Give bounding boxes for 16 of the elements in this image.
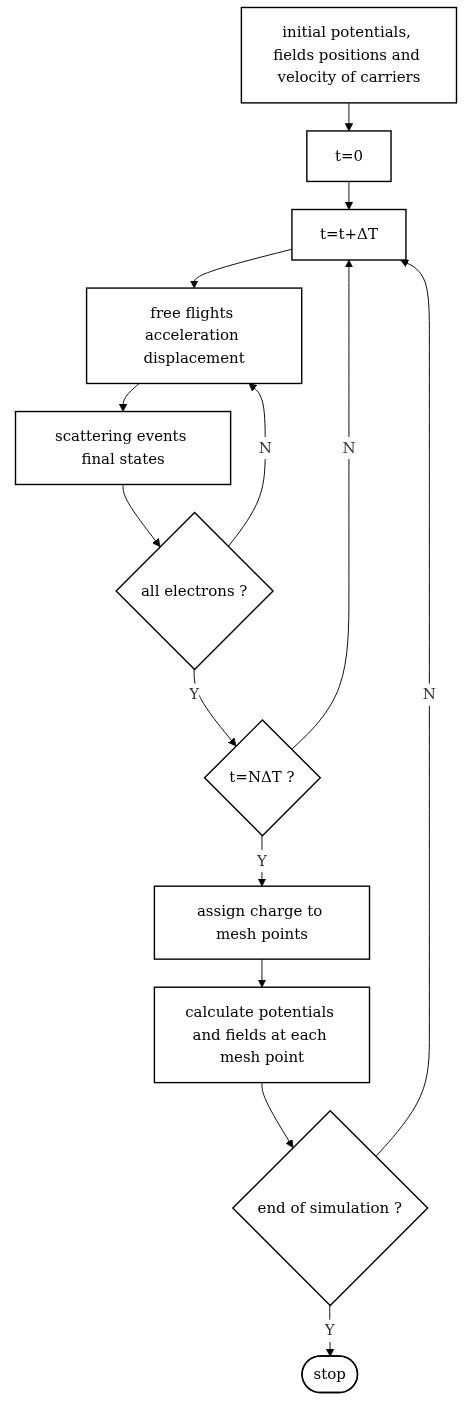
- node-box: t=t+ΔT: [291, 208, 407, 261]
- node-box: calculate potentials and fields at each mesh point: [153, 986, 371, 1084]
- node-box: scattering events final states: [14, 410, 232, 486]
- node-diamond: end of simulation ?: [231, 1109, 429, 1307]
- edge-label: N: [258, 438, 272, 457]
- node-box: initial potentials, fields positions and velocity of carriers: [240, 6, 458, 104]
- node-diamond: t=NΔT ?: [203, 718, 322, 837]
- edge-label: Y: [189, 685, 200, 704]
- edge-label: N: [342, 438, 356, 457]
- node-box: t=0: [306, 130, 392, 183]
- edge-label: Y: [324, 1321, 335, 1340]
- edge-label: Y: [257, 851, 267, 870]
- node-box: free flights acceleration displacement: [85, 287, 303, 385]
- node-box: assign charge to mesh points: [153, 885, 371, 960]
- node-diamond: all electrons ?: [115, 511, 275, 671]
- edge-label: N: [422, 685, 436, 704]
